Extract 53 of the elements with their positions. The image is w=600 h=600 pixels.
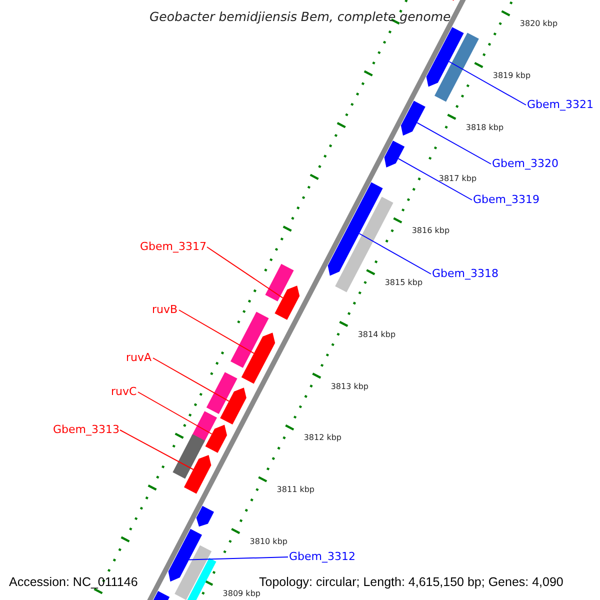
- gene-feature: [184, 455, 212, 494]
- map-title: Geobacter bemidjiensis Bem, complete genome: [150, 10, 451, 24]
- gene-label: ruvB: [152, 304, 178, 316]
- gene-feature: [265, 264, 294, 302]
- leader-line: [138, 392, 212, 434]
- gene-label: Gbem_3317: [140, 240, 206, 254]
- gene-feature: [434, 32, 479, 102]
- scale-label: 3813 kbp: [330, 382, 369, 391]
- scale-label: 3810 kbp: [250, 536, 288, 546]
- leader-line: [416, 122, 492, 164]
- gene-label: Gbem_3321: [527, 98, 594, 112]
- leader-line: [448, 61, 526, 106]
- gene-feature: [426, 27, 464, 87]
- leader-line: [178, 310, 254, 354]
- scale-label: 3814 kbp: [358, 330, 396, 339]
- scale-label: 3816 kbp: [412, 226, 450, 236]
- gene-feature: [174, 545, 212, 600]
- leader-line: [206, 246, 284, 298]
- gene-feature: [184, 558, 216, 600]
- gene-feature: [400, 100, 426, 136]
- genome-summary-text: Topology: circular; Length: 4,615,150 bp; Genes: 4,090: [259, 575, 564, 590]
- gene-feature: [328, 182, 383, 276]
- scale-label: 3815 kbp: [384, 278, 423, 288]
- scale-label: 3811 kbp: [276, 485, 314, 494]
- gene-feature: [274, 286, 300, 320]
- gene-label: Gbem_3320: [492, 158, 558, 170]
- gene-feature: [206, 372, 238, 414]
- gene-label: Gbem_3318: [432, 268, 498, 280]
- gene-feature: [205, 424, 227, 453]
- gene-feature: [196, 506, 214, 527]
- gene-feature: [230, 312, 269, 368]
- leader-line: [398, 158, 472, 200]
- scale-label: 3809 kbp: [222, 588, 260, 598]
- gene-feature: [241, 332, 276, 384]
- scale-label: 3812 kbp: [304, 433, 342, 443]
- gene-label: ruvC: [111, 386, 137, 398]
- gene-feature: [172, 434, 205, 479]
- gene-feature: [168, 528, 202, 582]
- gene-label: Gbem_3312: [289, 550, 356, 564]
- scale-label: 3820 kbp: [520, 19, 558, 28]
- leader-line: [358, 233, 432, 274]
- scale-label: 3818 kbp: [466, 122, 504, 132]
- gene-label: ruvA: [126, 352, 152, 364]
- gene-label: Gbem_3319: [473, 194, 540, 206]
- gene-feature: [384, 140, 405, 168]
- gene-label: Gbem_3313: [53, 424, 120, 436]
- leader-line: [120, 430, 194, 470]
- scale-label: 3817 kbp: [438, 174, 477, 184]
- leader-line: [152, 358, 230, 402]
- scale-label: 3819 kbp: [492, 70, 531, 80]
- accession-text: Accession: NC_011146: [9, 575, 138, 590]
- leader-line: [188, 556, 288, 560]
- gene-feature: [220, 388, 246, 424]
